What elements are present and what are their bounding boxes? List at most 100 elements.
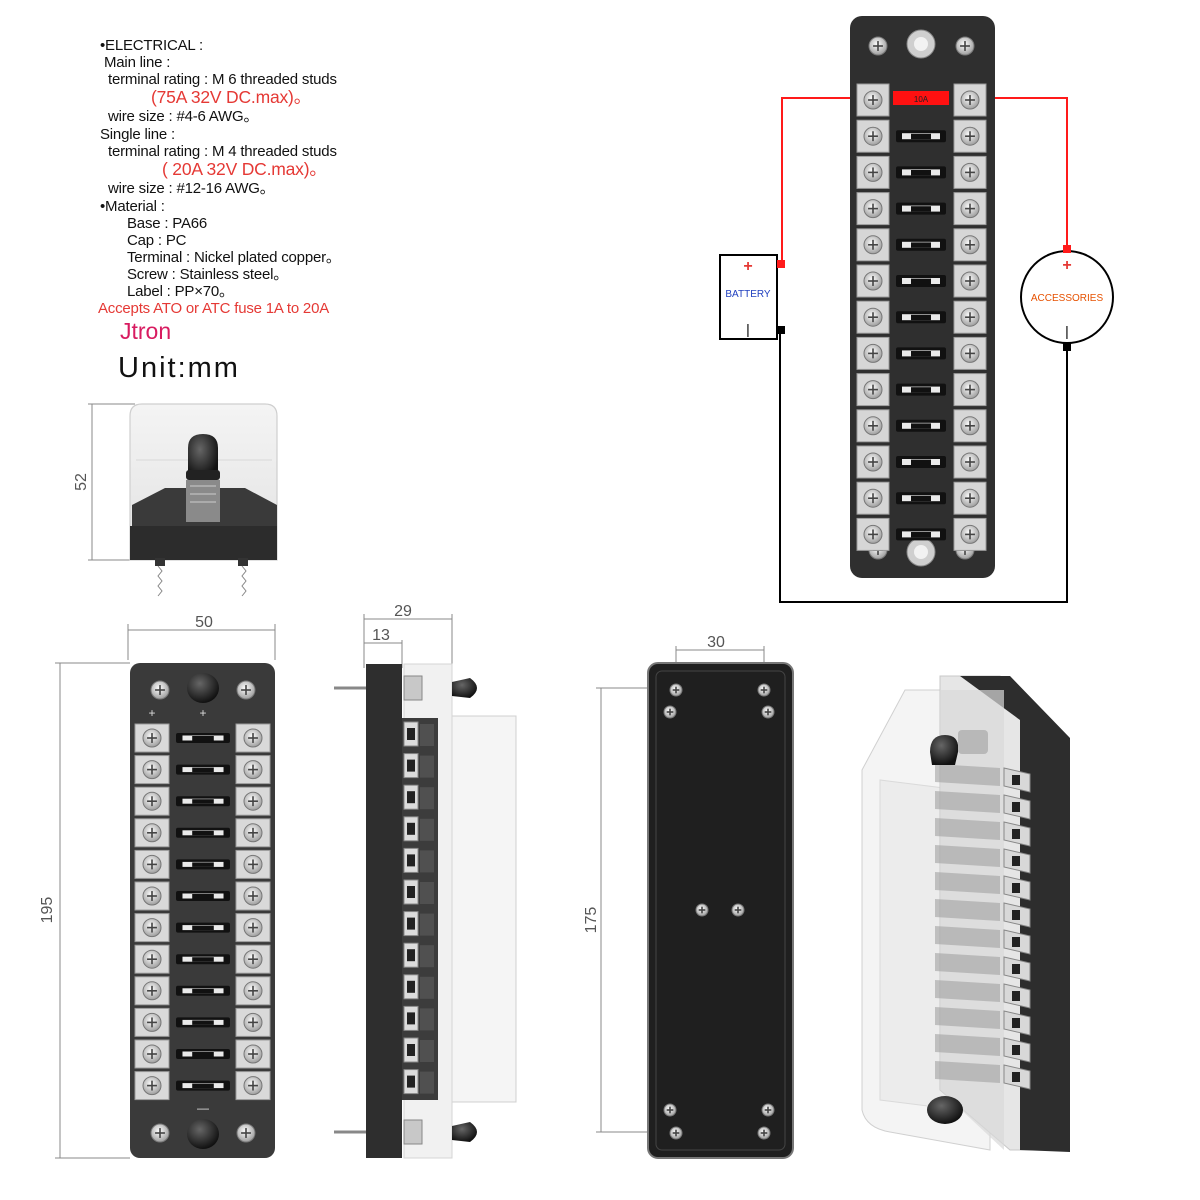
mount-hole-icon xyxy=(669,1126,683,1140)
mount-hole-icon xyxy=(757,683,771,697)
terminal-screw-icon xyxy=(863,416,883,436)
spec-line-rating-red: ( 20A 32V DC.max)。 xyxy=(162,159,327,179)
blade-fuse xyxy=(896,528,946,541)
dimension-height-195: 195 xyxy=(39,897,56,924)
terminal-row xyxy=(856,228,987,262)
perspective-terminal xyxy=(935,845,1031,874)
perspective-terminal xyxy=(935,980,1031,1009)
terminal-pad xyxy=(953,119,987,153)
terminal-screw-icon xyxy=(142,886,162,906)
brand-name: Jtron xyxy=(120,318,172,344)
battery-negative-terminal xyxy=(777,326,785,334)
side-view-depth: 29 13 xyxy=(334,603,517,1159)
battery-positive-terminal xyxy=(777,260,785,268)
terminal-screw-icon xyxy=(960,380,980,400)
stud-boot-icon xyxy=(187,1119,219,1149)
terminal-pad xyxy=(953,264,987,298)
terminal-screw-icon xyxy=(142,728,162,748)
mount-screw-icon xyxy=(150,1123,170,1143)
terminal-screw-icon xyxy=(863,524,883,544)
battery-label: BATTERY xyxy=(725,289,771,300)
spec-line: •Material : xyxy=(100,198,165,215)
terminal-screw-icon xyxy=(243,760,263,780)
terminal-screw-icon xyxy=(243,1076,263,1096)
perspective-terminal xyxy=(935,926,1031,955)
accessories-negative-terminal xyxy=(1063,343,1071,351)
terminal-screw-icon xyxy=(960,90,980,110)
perspective-terminal xyxy=(935,764,1031,793)
terminal-screw-icon xyxy=(142,918,162,938)
terminal-screw-icon xyxy=(243,823,263,843)
terminal-screw-icon xyxy=(863,199,883,219)
terminal-screw-icon xyxy=(243,1012,263,1032)
terminal-screw-icon xyxy=(960,199,980,219)
terminal-row xyxy=(134,755,271,785)
mount-screw-icon xyxy=(236,680,256,700)
spec-line: terminal rating : M 6 threaded studs xyxy=(108,71,337,88)
terminal-row xyxy=(134,1007,271,1037)
terminal-screw-icon xyxy=(142,949,162,969)
blade-fuse xyxy=(176,796,230,807)
side-terminal xyxy=(403,784,434,810)
terminal-screw-icon xyxy=(863,452,883,472)
terminal-screw-icon xyxy=(142,981,162,1001)
terminal-screw-icon xyxy=(960,307,980,327)
terminal-screw-icon xyxy=(863,235,883,255)
terminal-row xyxy=(134,849,271,879)
dimension-height-175: 175 xyxy=(583,907,600,934)
spec-line: wire size : #4-6 AWG。 xyxy=(108,108,259,125)
mount-screw-icon xyxy=(955,36,975,56)
unit-label: Unit:mm xyxy=(118,352,240,384)
blade-fuse xyxy=(176,1080,230,1091)
terminal-screw-icon xyxy=(960,126,980,146)
terminal-row xyxy=(856,336,987,370)
perspective-terminal xyxy=(935,1007,1031,1036)
terminal-screw-icon xyxy=(243,918,263,938)
plus-symbol: + xyxy=(199,706,206,720)
blade-fuse xyxy=(896,419,946,432)
dimension-offset-13: 13 xyxy=(372,627,390,644)
spec-line-fuse-type: Accepts ATO or ATC fuse 1A to 20A xyxy=(98,300,330,317)
terminal-row xyxy=(134,976,271,1006)
blade-fuse xyxy=(896,238,946,251)
side-terminal xyxy=(403,974,434,1000)
terminal-row xyxy=(856,481,987,515)
terminal-screw-icon xyxy=(960,235,980,255)
terminal-row xyxy=(856,373,987,407)
battery-plus: + xyxy=(743,258,752,275)
positive-wire-accessories xyxy=(970,97,1068,250)
terminal-screw-icon xyxy=(142,1044,162,1064)
accessories-label: ACCESSORIES xyxy=(1031,293,1104,304)
terminal-row xyxy=(134,944,271,974)
side-terminal xyxy=(403,942,434,968)
side-terminal xyxy=(403,847,434,873)
terminal-screw-icon xyxy=(863,90,883,110)
side-terminal xyxy=(403,1005,434,1031)
blade-fuse xyxy=(176,733,230,743)
spec-line: Main line : xyxy=(104,54,171,71)
terminal-row xyxy=(134,786,271,816)
terminal-row xyxy=(856,264,987,298)
spec-line: Base : PA66 xyxy=(127,215,208,232)
side-terminal xyxy=(403,1037,434,1063)
terminal-row xyxy=(856,517,987,551)
blade-fuse xyxy=(896,166,946,179)
mount-screw-icon xyxy=(150,680,170,700)
mount-hole-icon xyxy=(695,903,709,917)
spec-line: Single line : xyxy=(100,126,175,143)
blade-fuse xyxy=(176,859,230,870)
blade-fuse xyxy=(896,347,946,360)
mount-screw-icon xyxy=(236,1123,256,1143)
terminal-screw-icon xyxy=(960,524,980,544)
blade-fuse xyxy=(176,764,230,775)
terminal-row xyxy=(856,155,987,189)
dimension-height-52: 52 xyxy=(73,473,90,491)
terminal-screw-icon xyxy=(863,271,883,291)
mount-hole-icon xyxy=(663,1103,677,1117)
terminal-row xyxy=(856,409,987,443)
negative-wire xyxy=(779,330,1068,603)
side-view-height: 52 xyxy=(73,403,278,597)
mount-hole-icon xyxy=(757,1126,771,1140)
blade-fuse xyxy=(176,922,230,933)
perspective-view xyxy=(861,675,1070,1152)
